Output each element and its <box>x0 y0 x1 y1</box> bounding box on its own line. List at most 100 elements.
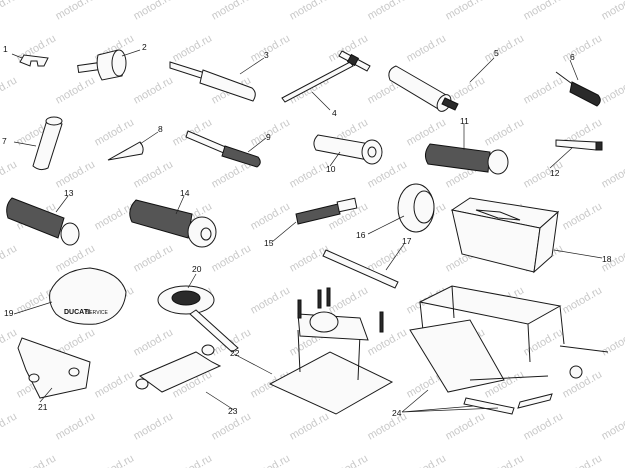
callout-label-1: 1 <box>3 44 8 54</box>
watermark-text: motod.ru <box>600 158 625 190</box>
watermark-text: motod.ru <box>54 158 98 190</box>
watermark-text: motod.ru <box>405 32 449 64</box>
tool-9-handled-pin <box>185 130 261 168</box>
watermark-text: motod.ru <box>0 0 19 23</box>
watermark-text: motod.ru <box>444 0 488 23</box>
callout-label-22: 22 <box>230 348 240 358</box>
watermark-text: motod.ru <box>249 200 293 232</box>
watermark-text: motod.ru <box>522 74 566 106</box>
watermark-text: motod.ru <box>366 0 410 23</box>
watermark-text: motod.ru <box>15 452 59 468</box>
watermark-text: motod.ru <box>444 410 488 442</box>
watermark-text: motod.ru <box>0 410 19 442</box>
tool-1-bracket <box>19 54 49 67</box>
watermark-text: motod.ru <box>366 326 410 358</box>
watermark-text: motod.ru <box>288 0 332 23</box>
tool-5-cylinder <box>388 65 459 112</box>
watermark-text: motod.ru <box>93 116 137 148</box>
callout-label-8: 8 <box>158 124 163 134</box>
leader-lines <box>11 49 603 413</box>
tool-22-bent-bar <box>135 344 222 393</box>
watermark-text: motod.ru <box>210 242 254 274</box>
watermark-text: motod.ru <box>600 326 625 358</box>
callout-label-7: 7 <box>2 136 7 146</box>
watermark-text: motod.ru <box>54 74 98 106</box>
watermark-text: motod.ru <box>0 242 19 274</box>
callout-label-17: 17 <box>402 236 412 246</box>
watermark-text: motod.ru <box>54 410 98 442</box>
watermark-text: motod.ru <box>483 32 527 64</box>
tool-13-puller <box>6 197 80 246</box>
watermark-text: motod.ru <box>0 158 19 190</box>
watermark-text: motod.ru <box>483 452 527 468</box>
watermark-text: motod.ru <box>210 0 254 23</box>
logo-sub-text: SERVICE <box>86 310 109 316</box>
watermark-text: motod.ru <box>132 158 176 190</box>
tool-12-small-pin <box>555 139 603 151</box>
callout-label-2: 2 <box>142 42 147 52</box>
tool-8-cone <box>107 141 144 161</box>
callout-label-4: 4 <box>332 108 337 118</box>
watermark-text: motod.ru <box>93 452 137 468</box>
watermark-text: motod.ru <box>249 284 293 316</box>
callout-label-23: 23 <box>228 406 238 416</box>
watermark-text: motod.ru <box>132 326 176 358</box>
watermark-text: motod.ru <box>405 452 449 468</box>
watermark-text: motod.ru <box>600 74 625 106</box>
tool-11-grip <box>424 143 509 175</box>
tool-21-stand <box>268 287 394 415</box>
watermark-text: motod.ru <box>561 284 605 316</box>
callout-label-19: 19 <box>4 308 14 318</box>
tool-19-plate <box>17 337 91 399</box>
tool-4-t-wrench <box>281 50 371 103</box>
tool-6-small-pin <box>555 71 601 107</box>
callout-label-10: 10 <box>326 164 336 174</box>
callout-label-21: 21 <box>38 402 48 412</box>
watermark-text: motod.ru <box>171 452 215 468</box>
tool-23-frame <box>409 285 609 415</box>
callout-label-20: 20 <box>192 264 202 274</box>
tool-10-sleeve <box>313 134 383 165</box>
callout-label-6: 6 <box>570 52 575 62</box>
watermark-text: motod.ru <box>288 242 332 274</box>
tool-3-handled-tool <box>169 61 256 102</box>
watermark-text: motod.ru <box>249 452 293 468</box>
watermark-text: motod.ru <box>366 242 410 274</box>
watermark-text: motod.ru <box>288 410 332 442</box>
tool-20-spanner <box>157 285 239 353</box>
watermark-text: motod.ru <box>600 0 625 23</box>
watermark-text: motod.ru <box>93 368 137 400</box>
watermark-text: motod.ru <box>0 74 19 106</box>
watermark-text: motod.ru <box>561 452 605 468</box>
callout-label-5: 5 <box>494 48 499 58</box>
watermark-text: motod.ru <box>522 0 566 23</box>
watermark-text: motod.ru <box>132 74 176 106</box>
tool-18-logo-plate: DUCATI SERVICE <box>49 267 127 325</box>
tool-16-ring <box>397 183 435 233</box>
watermark-text: motod.ru <box>132 242 176 274</box>
watermark-text: motod.ru <box>327 284 371 316</box>
callout-label-12: 12 <box>550 168 560 178</box>
watermark-text: motod.ru <box>561 32 605 64</box>
watermark-text: motod.ru <box>600 410 625 442</box>
tool-7-plug <box>32 116 63 171</box>
watermark-text: motod.ru <box>171 32 215 64</box>
tool-15-threaded-rod <box>295 197 358 225</box>
tool-2-threaded-knob <box>77 49 127 81</box>
watermark-text: motod.ru <box>132 410 176 442</box>
callout-label-14: 14 <box>180 188 190 198</box>
watermark-text: motod.ru <box>366 410 410 442</box>
callout-label-11: 11 <box>460 116 469 126</box>
watermark-text: motod.ru <box>483 116 527 148</box>
callout-label-16: 16 <box>356 230 366 240</box>
watermark-text: motod.ru <box>561 200 605 232</box>
callout-label-18: 18 <box>602 254 612 264</box>
watermark-text: motod.ru <box>522 410 566 442</box>
watermark-text: motod.ru <box>132 0 176 23</box>
callout-label-9: 9 <box>266 132 271 142</box>
watermark-text: motod.ru <box>327 452 371 468</box>
watermark-text: motod.ru <box>405 116 449 148</box>
callout-label-3: 3 <box>264 50 269 60</box>
